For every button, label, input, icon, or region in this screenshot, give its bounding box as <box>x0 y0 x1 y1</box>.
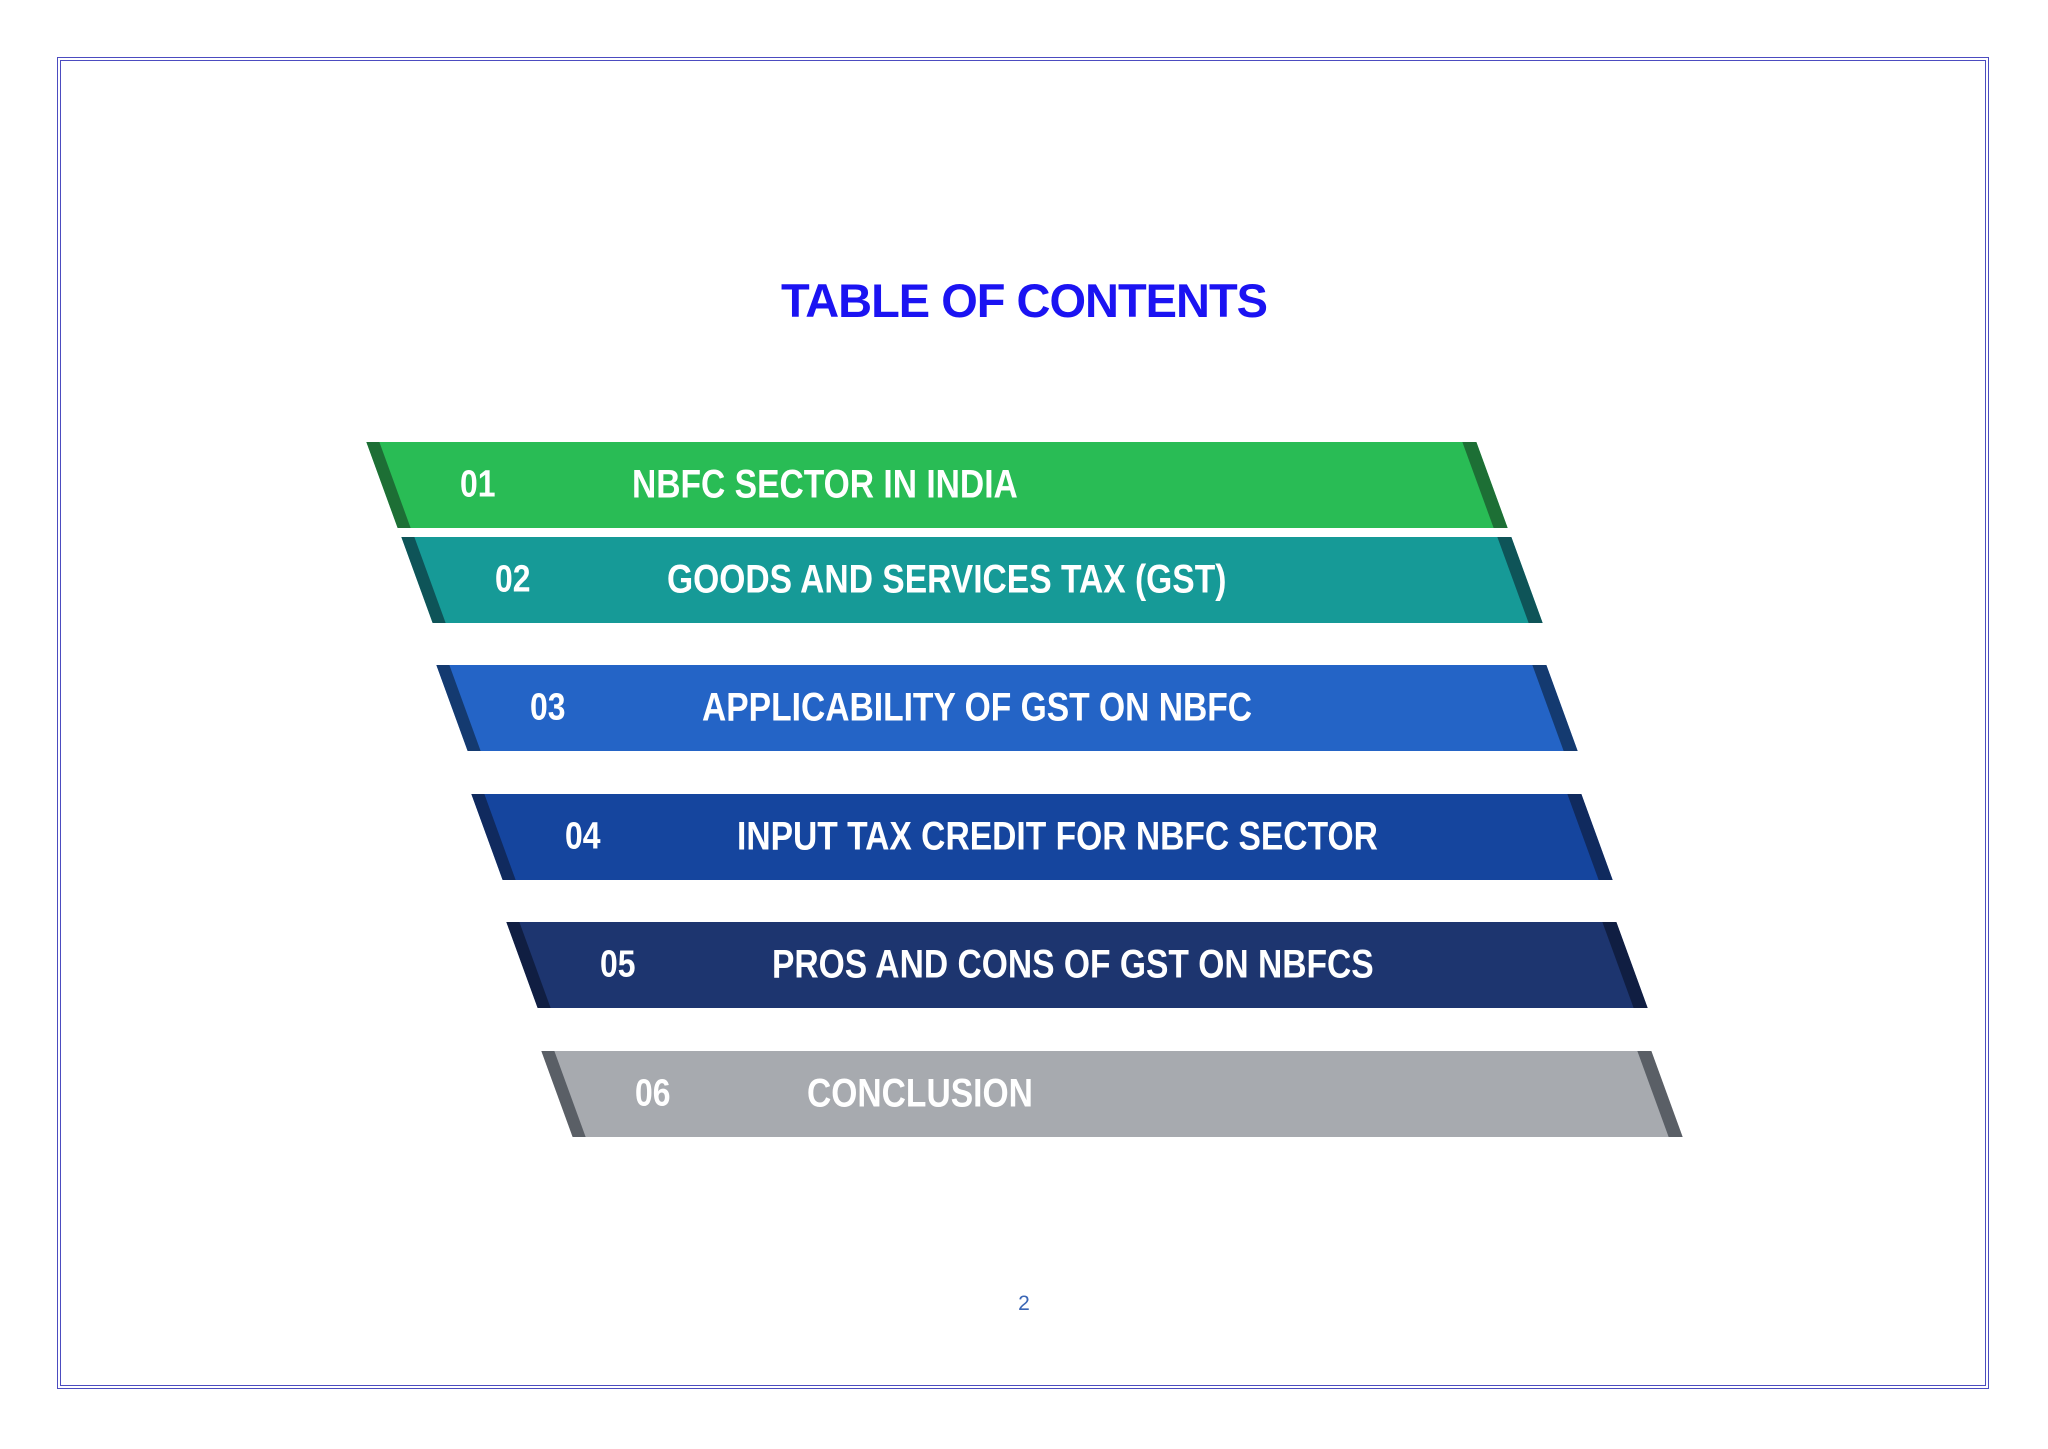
toc-item-label: GOODS AND SERVICES TAX (GST) <box>667 557 1227 602</box>
toc-item-label: NBFC SECTOR IN INDIA <box>632 462 1018 507</box>
toc-item-nbfc-sector: 01 NBFC SECTOR IN INDIA <box>366 442 1508 528</box>
toc-item-label: PROS AND CONS OF GST ON NBFCS <box>772 942 1374 987</box>
page-title: TABLE OF CONTENTS <box>780 273 1268 327</box>
toc-item-label: INPUT TAX CREDIT FOR NBFC SECTOR <box>737 814 1378 859</box>
toc-item-conclusion: 06 CONCLUSION <box>541 1051 1683 1137</box>
toc-item-pros-cons: 05 PROS AND CONS OF GST ON NBFCS <box>506 922 1648 1008</box>
page-border <box>57 57 1989 1389</box>
toc-item-number: 03 <box>530 686 566 729</box>
toc-item-input-tax-credit: 04 INPUT TAX CREDIT FOR NBFC SECTOR <box>471 794 1613 880</box>
toc-item-number: 01 <box>460 463 496 506</box>
toc-banner-content: 01 NBFC SECTOR IN INDIA <box>382 442 1492 528</box>
toc-item-label: CONCLUSION <box>807 1071 1033 1116</box>
toc-banner-content: 06 CONCLUSION <box>557 1051 1667 1137</box>
toc-item-number: 04 <box>565 815 601 858</box>
toc-item-number: 06 <box>635 1072 671 1115</box>
toc-item-applicability: 03 APPLICABILITY OF GST ON NBFC <box>436 665 1578 751</box>
toc-item-label: APPLICABILITY OF GST ON NBFC <box>702 685 1253 730</box>
page-number: 2 <box>1018 1292 1030 1315</box>
toc-banner-content: 05 PROS AND CONS OF GST ON NBFCS <box>522 922 1632 1008</box>
toc-banner-content: 03 APPLICABILITY OF GST ON NBFC <box>452 665 1562 751</box>
toc-item-gst: 02 GOODS AND SERVICES TAX (GST) <box>401 537 1543 623</box>
toc-banner-content: 04 INPUT TAX CREDIT FOR NBFC SECTOR <box>487 794 1597 880</box>
toc-banner-content: 02 GOODS AND SERVICES TAX (GST) <box>417 537 1527 623</box>
toc-item-number: 05 <box>600 943 636 986</box>
toc-item-number: 02 <box>495 558 531 601</box>
